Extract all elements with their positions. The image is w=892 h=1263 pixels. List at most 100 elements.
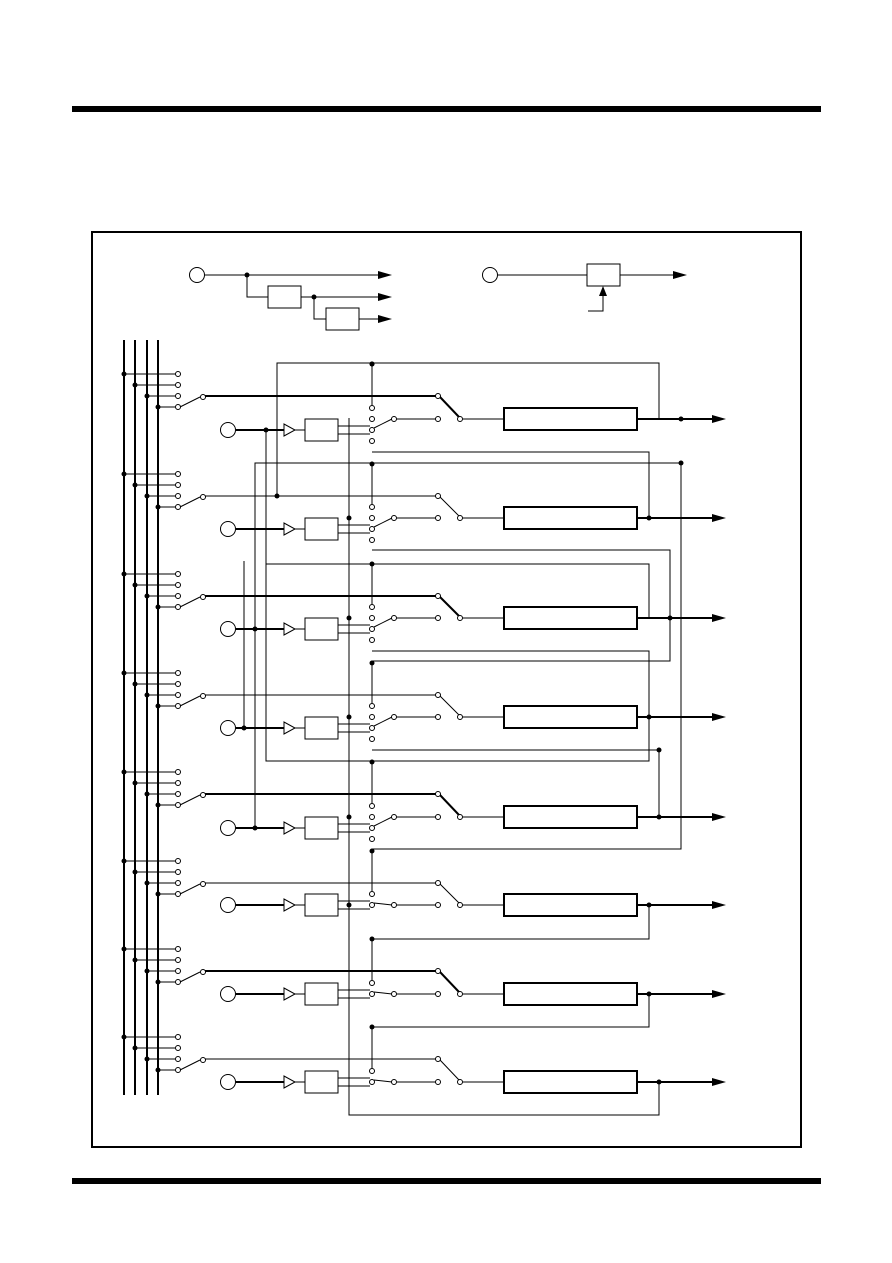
bus-tap-contact [175,571,181,577]
divider-box-2 [325,307,360,331]
bus-tap-contact [175,979,181,985]
mux-junction [369,361,375,367]
channel-output-arrow [712,415,726,423]
input-junction [241,725,247,731]
counter-block [503,1070,638,1094]
selector-contact [200,693,206,699]
gate-output-arrow [673,271,687,279]
selector-contact [200,594,206,600]
mux-contact [435,791,441,797]
counter-block [503,407,638,431]
output-switch-contact [457,714,463,720]
bus-tap-contact [175,769,181,775]
bus-tap-contact [175,504,181,510]
mux-contact [435,493,441,499]
mux-input-contact [369,714,375,720]
mux-input-contact [369,537,375,543]
buffer-icon [283,522,297,536]
route-contact [435,814,441,820]
bus-tap-contact [175,482,181,488]
output-junction [646,991,652,997]
mux-contact [435,593,441,599]
bus-junction [132,382,138,388]
sync-box [304,816,339,840]
route-contact [435,1079,441,1085]
mux-junction [369,1024,375,1030]
bus-junction [132,780,138,786]
channel-output-arrow [712,514,726,522]
interconnect-wiring [243,361,684,1116]
bus-junction [155,891,161,897]
route-contact [391,515,397,521]
output-switch-contact [457,902,463,908]
route-contact [435,714,441,720]
mux-junction [369,848,375,854]
channel-input-pin [220,986,236,1002]
divider-2-output-arrow [378,315,392,323]
bus-junction [121,670,127,676]
bus-tap-contact [175,703,181,709]
output-junction [656,1079,662,1085]
bus-tap-contact [175,880,181,886]
selector-contact [200,394,206,400]
channel-output-arrow [712,990,726,998]
route-contact [391,991,397,997]
mux-junction [346,714,352,720]
bus-tap-contact [175,471,181,477]
bus-junction [144,968,150,974]
mux-input-contact [369,604,375,610]
output-switch-contact [457,515,463,521]
channel-input-pin [220,1074,236,1090]
channel-output-arrow [712,813,726,821]
sync-box [304,1070,339,1094]
mux-junction [369,461,375,467]
divider-1-output-arrow [378,293,392,301]
bus-tap-contact [175,946,181,952]
mux-junction [346,515,352,521]
bus-tap-contact [175,382,181,388]
bus-tap-contact [175,791,181,797]
route-contact [435,991,441,997]
mux-input-contact [369,836,375,842]
counter-block [503,982,638,1006]
input-junction [252,626,258,632]
bus-junction [121,371,127,377]
mux-input-contact [369,902,375,908]
channel-output-arrow [712,713,726,721]
mux-input-contact [369,416,375,422]
selector-contact [200,792,206,798]
counter-block [503,705,638,729]
bus-junction [144,880,150,886]
mux-input-contact [369,803,375,809]
channel-input-pin [220,897,236,913]
output-junction [646,515,652,521]
channel-output-arrow [712,901,726,909]
bus-junction [121,571,127,577]
bus-junction [155,979,161,985]
sync-box [304,982,339,1006]
bus-tap-contact [175,957,181,963]
output-switch-contact [457,814,463,820]
sync-box [304,617,339,641]
bus-junction [121,858,127,864]
mux-input-contact [369,526,375,532]
channel-input-pin [220,521,236,537]
channel-input-pin [220,720,236,736]
mux-input-contact [369,991,375,997]
buffer-icon [283,987,297,1001]
bus-junction [155,802,161,808]
mux-junction [369,660,375,666]
bus-lines [123,340,159,1095]
buffer-icon [283,423,297,437]
output-switch-contact [457,416,463,422]
mux-contact [435,393,441,399]
counter-block [503,805,638,829]
bus-tap-contact [175,692,181,698]
bus-tap-contact [175,604,181,610]
mux-input-contact [369,438,375,444]
channel-input-pin [220,422,236,438]
gated-block-section [482,263,687,312]
output-switch-contact [457,1079,463,1085]
mux-input-contact [369,515,375,521]
